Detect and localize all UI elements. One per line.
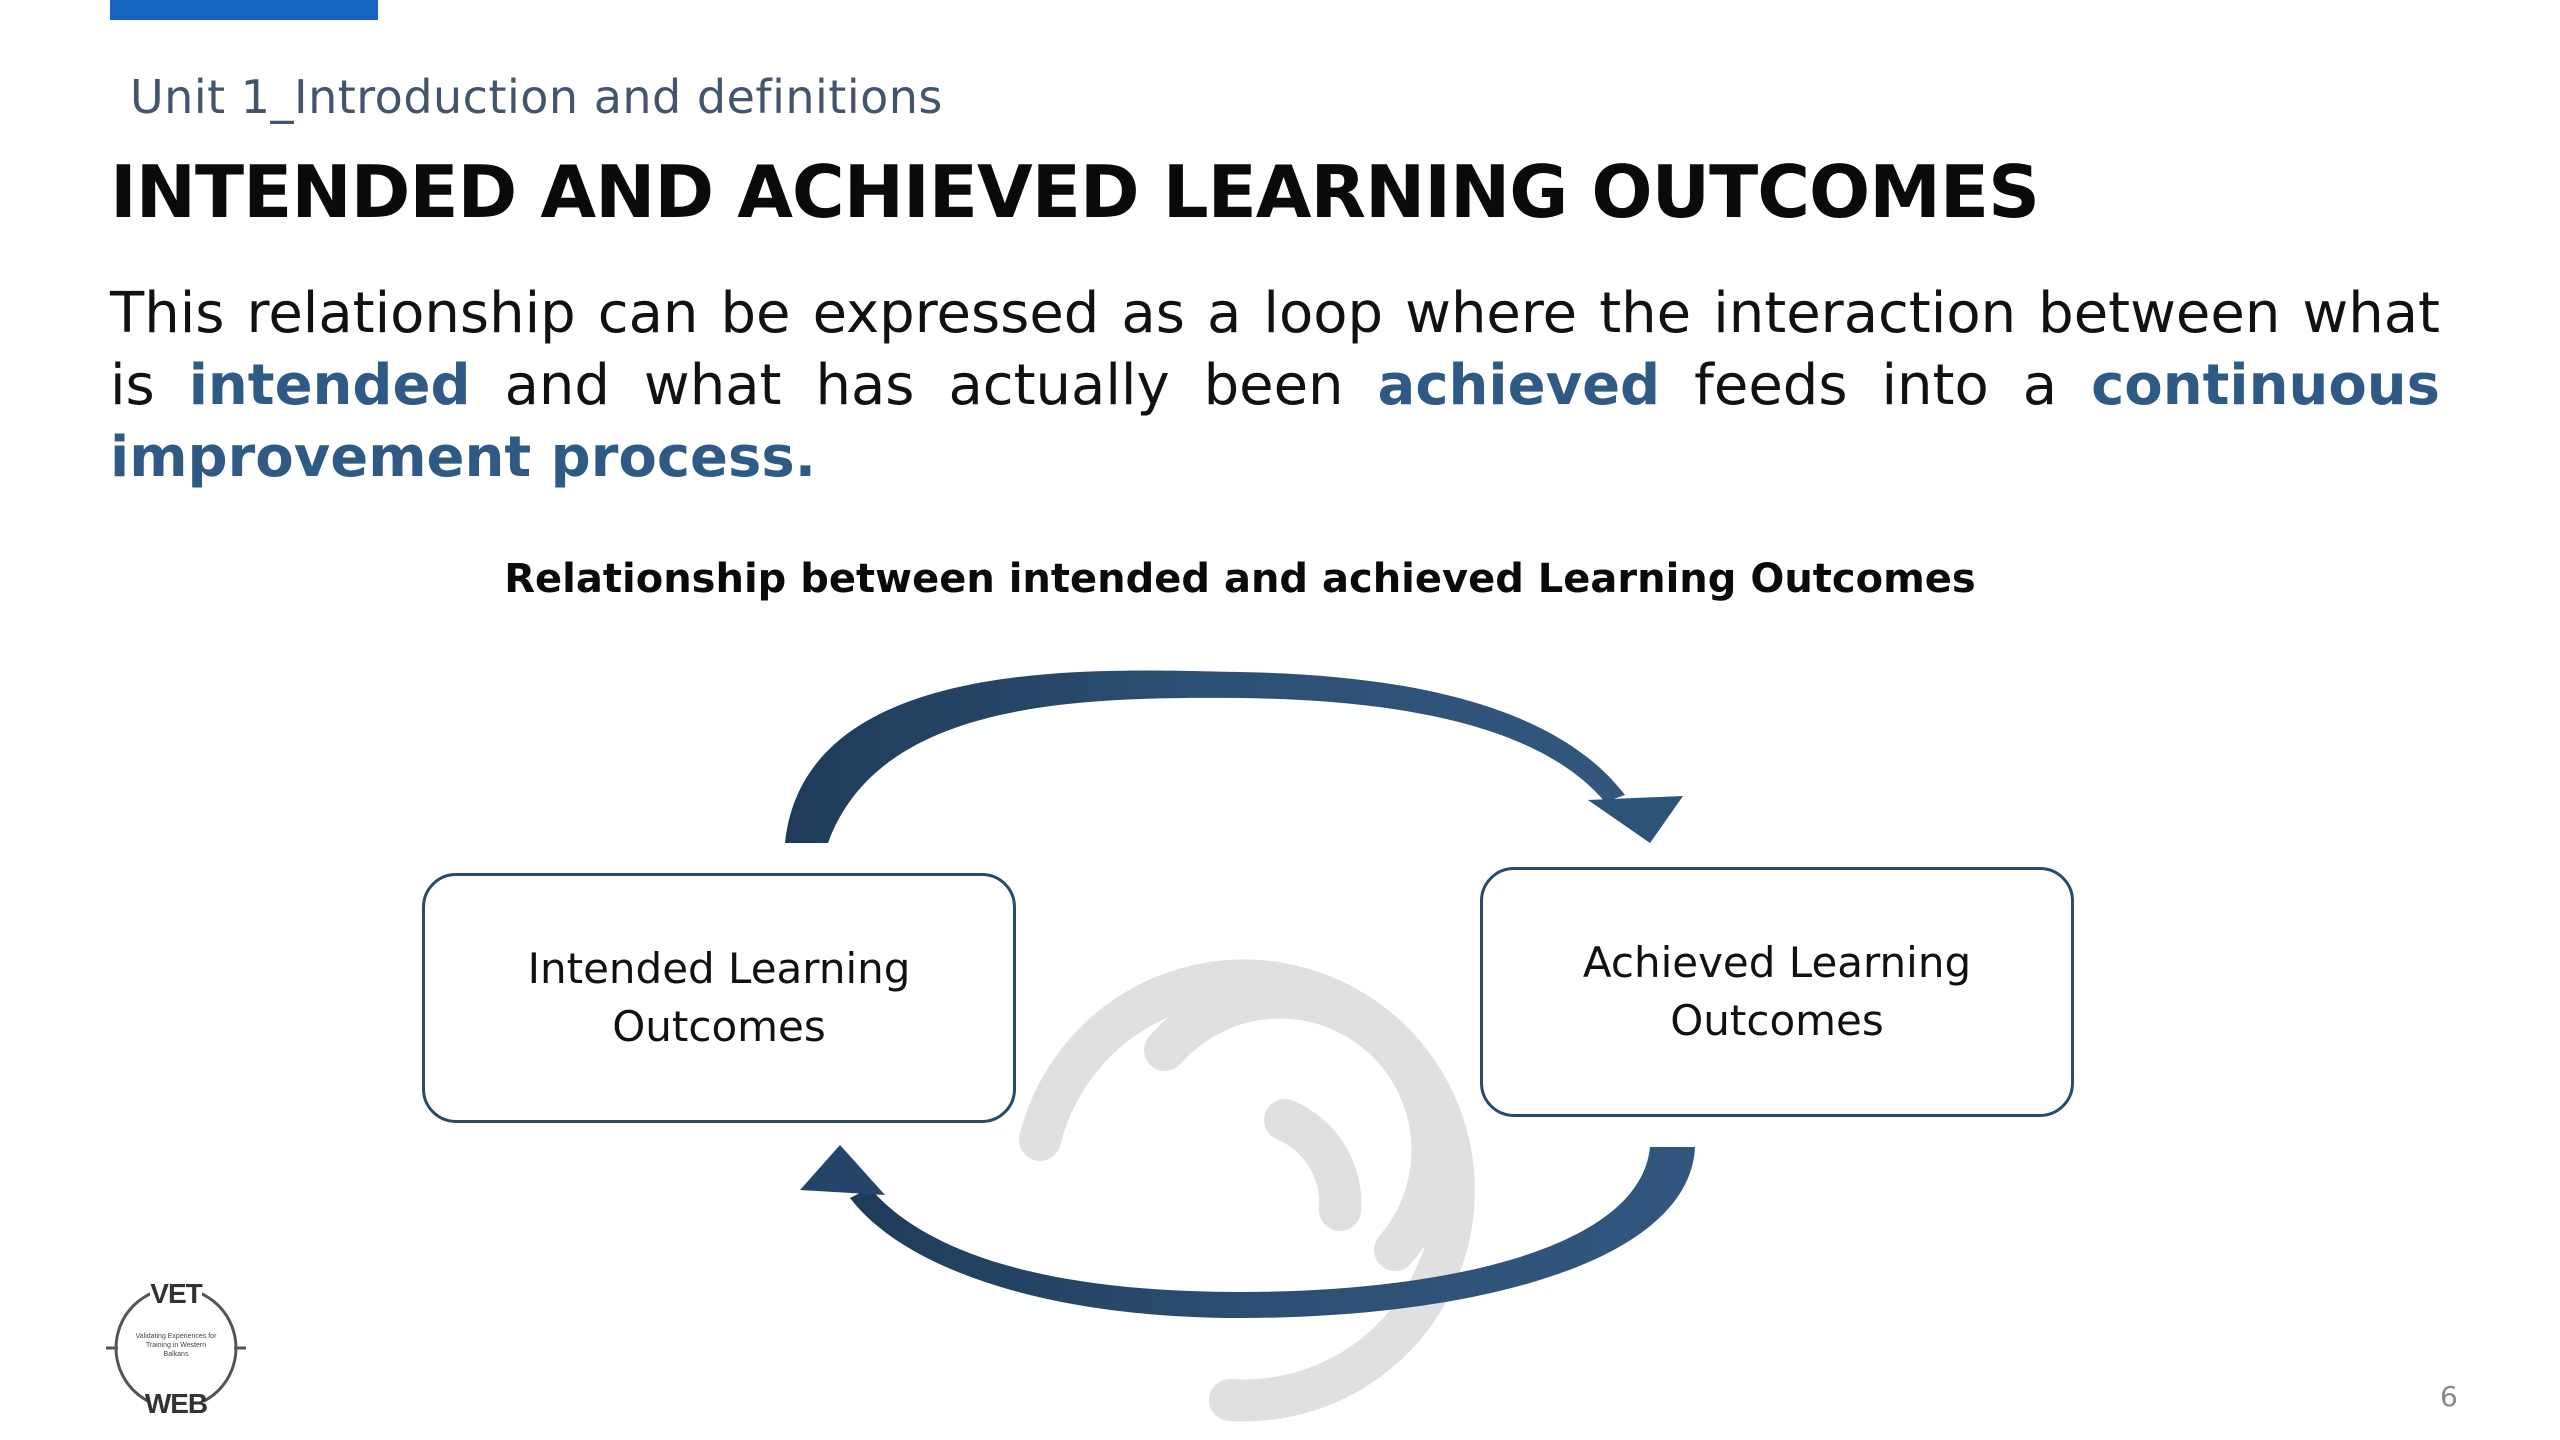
diagram-title: Relationship between intended and achiev…	[504, 556, 1976, 602]
page-number: 6	[2440, 1380, 2458, 1413]
box-label-line: Outcomes	[1670, 996, 1884, 1045]
slide-title: INTENDED AND ACHIEVED LEARNING OUTCOMES	[110, 150, 2040, 234]
top-loop-arrow	[785, 670, 1683, 843]
highlight-continuous-improvement: continuous improvement process.	[110, 353, 2440, 490]
watermark-swirl-icon	[1019, 959, 1475, 1422]
bottom-loop-arrow	[800, 1145, 1695, 1318]
highlight-intended: intended	[188, 353, 471, 418]
box-label-line: Intended Learning	[527, 944, 911, 993]
body-text-part: and what has actually been	[470, 353, 1378, 418]
box-label-line: Outcomes	[612, 1002, 826, 1051]
logo-bottom-text: WEB	[144, 1388, 208, 1419]
achieved-outcomes-box: Achieved Learning Outcomes	[1480, 867, 2074, 1117]
top-accent-bar	[110, 0, 378, 20]
logo-tagline: Validating Experiences for Training in W…	[135, 1333, 217, 1358]
highlight-achieved: achieved	[1377, 353, 1661, 418]
logo-top-text: VET	[150, 1278, 202, 1309]
body-text-part: feeds into a	[1660, 353, 2092, 418]
intended-outcomes-box: Intended Learning Outcomes	[422, 873, 1016, 1123]
logo-ring-icon	[106, 1276, 246, 1420]
body-text-part: This relationship can be expressed as a …	[110, 281, 2440, 418]
vet-web-logo: VET Validating Experiences for Training …	[104, 1276, 248, 1420]
box-label-line: Achieved Learning	[1582, 938, 1972, 987]
unit-label: Unit 1_Introduction and definitions	[130, 70, 943, 124]
body-paragraph: This relationship can be expressed as a …	[110, 278, 2440, 494]
